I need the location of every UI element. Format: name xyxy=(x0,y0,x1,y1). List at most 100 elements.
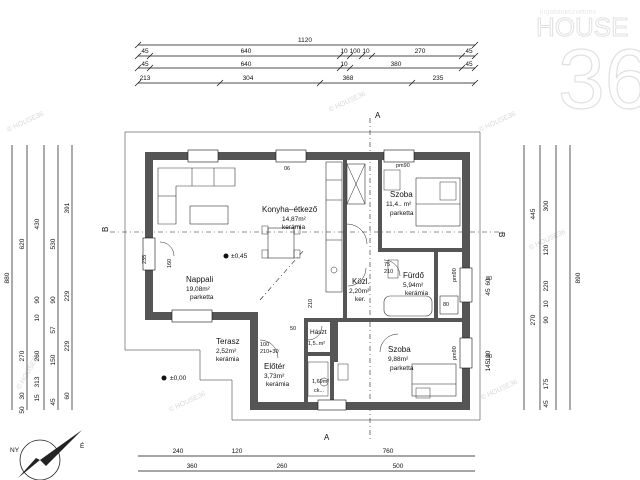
dim-tick xyxy=(134,64,142,72)
dim-label: 445 xyxy=(530,208,537,219)
dim-label: 10 xyxy=(362,48,370,55)
north-label-ny: NY xyxy=(10,447,20,454)
room-floor-bedroom2: parketta xyxy=(390,365,414,372)
dim-tick xyxy=(408,79,416,87)
dim-tick xyxy=(316,79,324,87)
dim-label: 213 xyxy=(140,75,151,82)
windows xyxy=(142,149,473,411)
dim-tick xyxy=(146,64,154,72)
dim-label: 45 xyxy=(543,400,550,408)
dim-label: 120 xyxy=(232,448,243,455)
room-area-wc: 1,69m² xyxy=(312,379,329,385)
dim-label: 260 xyxy=(277,463,288,470)
dim-label: 380 xyxy=(391,61,402,68)
section-b-left: B xyxy=(101,227,110,232)
opening-labels: pm90 06 160 235 75 210 80 pm90 pm90 100 … xyxy=(142,163,492,360)
wall-storage-wc xyxy=(308,352,330,356)
room-area-hall: 2,20m² xyxy=(349,288,370,295)
label-pm90-bedroom2: pm90 xyxy=(452,346,458,360)
label-window-living: 160 xyxy=(167,259,173,268)
wall-bath-south xyxy=(346,318,462,322)
label-pm90-bath: pm90 xyxy=(452,268,458,282)
door-swing xyxy=(259,339,279,359)
door-swing xyxy=(159,241,175,257)
level-marker xyxy=(161,375,167,381)
dim-label: 90 xyxy=(50,296,57,304)
dim-label: 10 xyxy=(340,48,348,55)
dim-top-overall: 1120 xyxy=(298,37,312,44)
bed-bedroom2 xyxy=(411,363,457,397)
window-living-west xyxy=(142,237,156,271)
label-window-living2: 235 xyxy=(142,255,148,264)
wc-fixture xyxy=(307,361,329,397)
north-arrow-circle xyxy=(19,439,61,480)
levels: ±0,45 ±0,00 xyxy=(161,253,248,382)
door-swing xyxy=(307,325,323,341)
dim-label: 620 xyxy=(19,238,26,249)
dim-label: 45 xyxy=(465,61,473,68)
dim-tick xyxy=(134,52,142,60)
level-marker xyxy=(223,253,229,259)
room-area-terrace: 2,52m² xyxy=(216,348,237,355)
room-floor-wc: ck... xyxy=(314,388,325,394)
room-floor-bedroom1: parketta xyxy=(390,210,414,217)
section-b-right: B xyxy=(497,232,506,237)
dim-tick xyxy=(458,64,466,72)
room-area-entry: 3,73m² xyxy=(264,373,285,380)
door-swing xyxy=(347,267,367,287)
dim-label: 45 xyxy=(141,48,149,55)
door-swing xyxy=(383,259,401,277)
doors xyxy=(159,223,401,359)
furniture xyxy=(157,161,461,399)
kitchen-counter xyxy=(325,161,343,293)
kitchen-arc-line xyxy=(259,249,305,301)
watermark-small: © HOUSE36 xyxy=(477,110,517,134)
room-name-living: Nappali xyxy=(186,275,213,284)
dim-label: 45 xyxy=(50,398,57,406)
dim-label: 304 xyxy=(243,75,254,82)
dim-tick xyxy=(471,79,479,87)
north-arrow-icon xyxy=(40,430,82,466)
label-door-50: 50 xyxy=(290,326,296,332)
window-wc-south xyxy=(317,399,347,411)
dim-tick xyxy=(358,52,366,60)
dim-label: 57 xyxy=(50,326,57,334)
window-living-south xyxy=(171,309,213,323)
dim-tick xyxy=(471,52,479,60)
wall-bath-east xyxy=(434,252,438,322)
room-floor-living: parketta xyxy=(190,294,214,301)
dim-label: 240 xyxy=(173,448,184,455)
room-name-kitchen: Konyha–étkező xyxy=(262,205,318,214)
sink-icon xyxy=(330,266,338,274)
dim-label: 60 xyxy=(485,278,492,286)
dim-tick xyxy=(471,41,479,49)
dim-label: 640 xyxy=(241,48,252,55)
pillow xyxy=(415,387,431,399)
dim-label: 15 xyxy=(34,394,41,402)
dim-label: 150 xyxy=(50,354,57,365)
label-door-210-30: 210+30 xyxy=(260,349,279,355)
room-area-bath: 5,94m² xyxy=(403,282,424,289)
dim-label: 100 xyxy=(350,48,361,55)
room-name-entry: Előtér xyxy=(264,362,285,371)
dim-label: 30 xyxy=(19,392,26,400)
label-door-90-right: 90 xyxy=(486,354,492,360)
dim-label: 10 xyxy=(34,314,41,322)
room-name-storage: Hászt xyxy=(310,329,327,336)
north-arrow: NY É xyxy=(10,430,85,480)
watermark-small: © HOUSE36 xyxy=(5,110,45,134)
house36-watermark: ingatlanközvetítés HOUSE 36 xyxy=(536,9,640,127)
room-area-bedroom1: 11,4.. m² xyxy=(386,201,412,208)
dim-label: 175 xyxy=(543,378,550,389)
dim-label: 260 xyxy=(34,350,41,361)
dim-label: 430 xyxy=(34,218,41,229)
site-outline xyxy=(124,131,481,421)
label-door-75: 75 xyxy=(384,262,390,268)
dim-label: 60 xyxy=(64,392,71,400)
